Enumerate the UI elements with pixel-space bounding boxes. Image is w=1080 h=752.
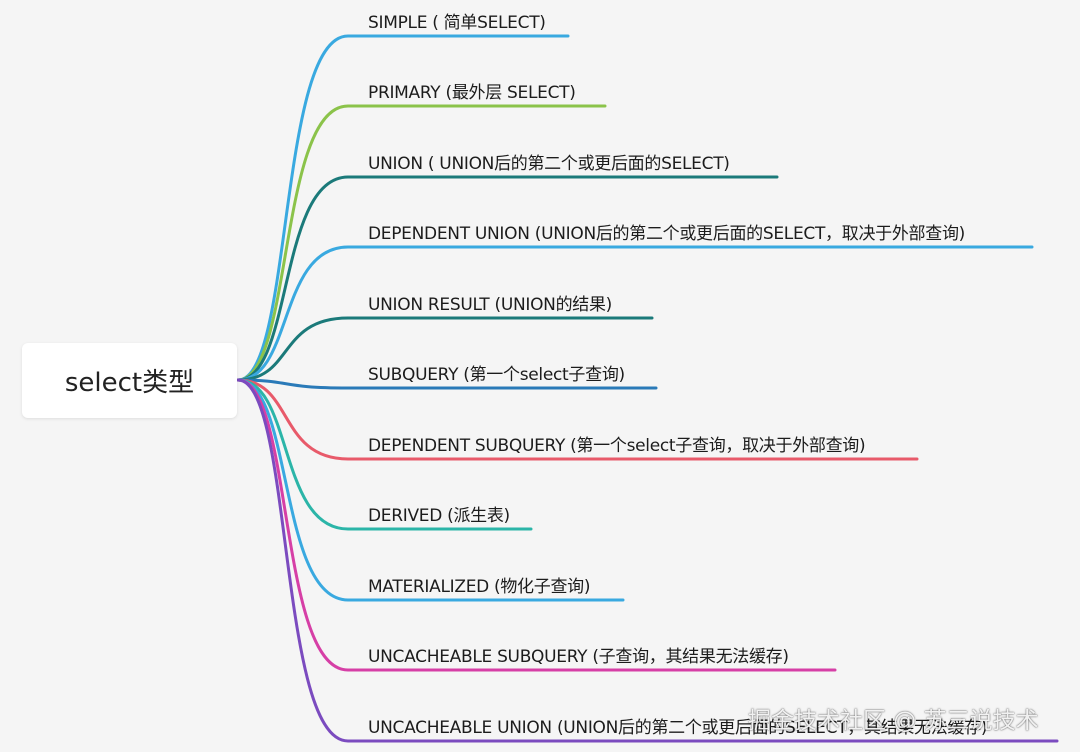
branch-label-4[interactable]: DEPENDENT UNION (UNION后的第二个或更后面的SELECT，取… (368, 224, 965, 244)
branch-label-9[interactable]: MATERIALIZED (物化子查询) (368, 577, 591, 597)
branch-connector-10 (236, 378, 837, 672)
branch-label-11[interactable]: UNCACHEABLE UNION (UNION后的第二个或更后面的SELECT… (368, 718, 988, 738)
branch-connector-9 (236, 378, 625, 602)
root-node[interactable]: select类型 (22, 343, 237, 418)
branch-label-3[interactable]: UNION ( UNION后的第二个或更后面的SELECT) (368, 154, 730, 174)
branch-label-8[interactable]: DERIVED (派生表) (368, 506, 510, 526)
branch-label-5[interactable]: UNION RESULT (UNION的结果) (368, 295, 613, 315)
branch-label-10[interactable]: UNCACHEABLE SUBQUERY (子查询，其结果无法缓存) (368, 647, 789, 667)
branch-label-1[interactable]: SIMPLE ( 简单SELECT) (368, 13, 546, 33)
branch-connector-7 (236, 378, 919, 461)
branch-connector-1 (236, 34, 570, 382)
branch-label-2[interactable]: PRIMARY (最外层 SELECT) (368, 83, 576, 103)
branch-connector-4 (236, 245, 1034, 382)
root-label: select类型 (64, 368, 195, 398)
branch-label-6[interactable]: SUBQUERY (第一个select子查询) (368, 365, 625, 385)
watermark: 掘金技术社区 @ 苏三说技术 (748, 708, 1039, 734)
branch-connector-8 (236, 378, 533, 531)
branch-connector-6 (236, 378, 658, 390)
branch-connector-3 (236, 175, 779, 382)
branch-connector-11 (236, 378, 1059, 743)
branch-label-7[interactable]: DEPENDENT SUBQUERY (第一个select子查询，取决于外部查询… (368, 436, 866, 456)
branch-connector-5 (236, 316, 654, 382)
branch-connector-2 (236, 104, 607, 382)
